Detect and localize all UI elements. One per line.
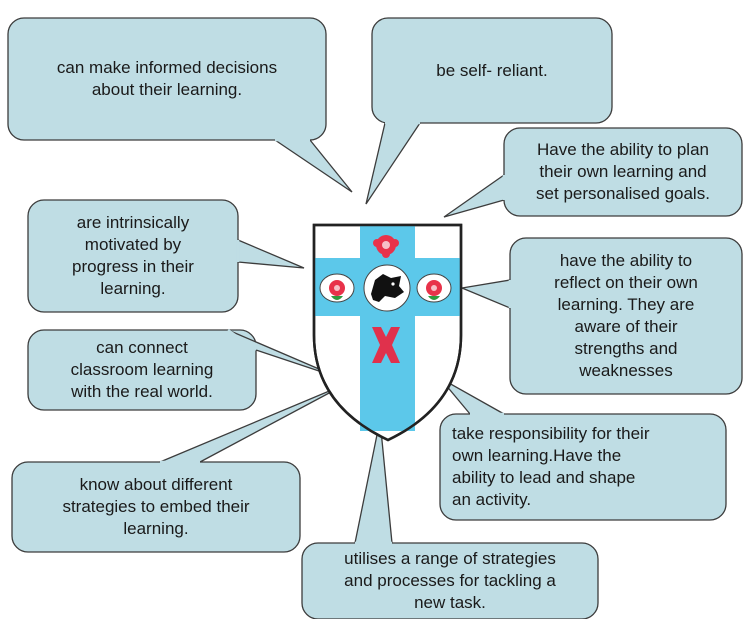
callout-bubble-intrinsically-motivated [27,199,305,313]
rose-icon [319,273,355,303]
rose-icon [416,273,452,303]
bubble-pointer [443,174,505,218]
bubble-pointer [274,139,353,193]
bubble-body [11,461,301,553]
boar-icon [363,264,411,312]
school-crest [312,223,463,442]
callout-bubble-self-reliant [365,17,613,205]
bubble-body [371,17,613,124]
bubble-body [27,329,257,411]
bubble-body [301,542,599,619]
bubble-body [439,413,727,521]
callout-bubble-plan-goals [443,127,743,218]
bubble-pointer [459,279,511,309]
callout-bubble-informed-decisions [7,17,353,193]
callout-bubble-strategies [11,383,347,553]
bubble-body [509,237,743,395]
bubble-body [27,199,239,313]
callout-bubble-real-world [27,328,341,411]
rose-icon [373,235,399,258]
callout-bubble-reflect [459,237,743,395]
callout-bubble-range-strategies [301,419,599,619]
bubble-pointer [237,239,305,269]
saltire-icon [372,327,400,363]
bubble-pointer [365,122,421,205]
bubble-body [503,127,743,217]
bubble-body [7,17,327,141]
callout-bubble-responsibility [439,377,727,521]
